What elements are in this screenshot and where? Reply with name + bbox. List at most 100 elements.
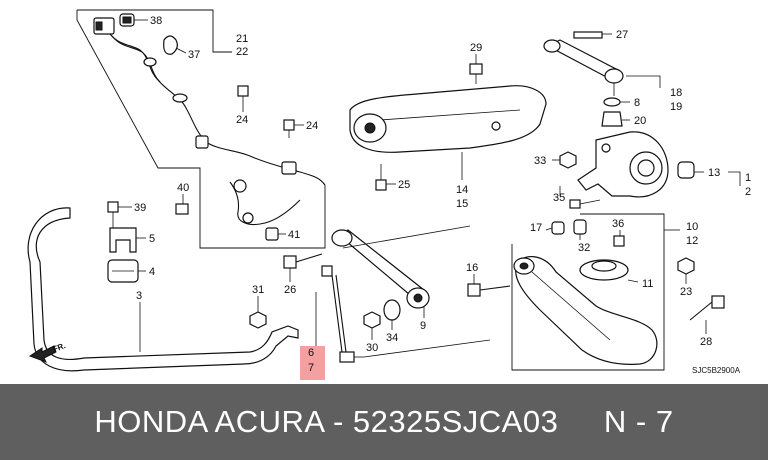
- clip-38-core: [122, 16, 132, 24]
- washer-34: [383, 299, 401, 321]
- lower-arm-9-group: [283, 229, 430, 329]
- callout-33: 33: [534, 155, 546, 167]
- harness-wire-2: [111, 35, 161, 83]
- bolt-26: [283, 255, 297, 269]
- leader-1: [728, 171, 741, 186]
- sensor-grommet: [242, 212, 254, 224]
- upper-arm-hole: [491, 121, 501, 131]
- snap-ring-8: [603, 97, 621, 107]
- callout-6: 6: [308, 347, 314, 359]
- callout-7: 7: [308, 362, 314, 374]
- bolt-40: [175, 203, 189, 215]
- lower-arm-frame: [511, 213, 665, 371]
- bolt-25: [375, 179, 387, 191]
- leader-18: [626, 75, 661, 88]
- lower-arm-10-group: [467, 213, 725, 371]
- bolt-16: [467, 283, 481, 297]
- callout-5: 5: [149, 233, 155, 245]
- boot-20: [601, 111, 623, 127]
- callout-32: 32: [578, 242, 590, 254]
- clip-37: [163, 35, 178, 55]
- callout-12: 12: [686, 235, 698, 247]
- bolt-28-shank: [689, 301, 713, 321]
- harness-frame-left: [76, 10, 326, 249]
- knuckle-hole: [601, 143, 611, 153]
- reference-code: SJC5B2900A: [692, 366, 741, 375]
- callout-40: 40: [177, 182, 189, 194]
- upper-arm-rib: [379, 109, 521, 121]
- harness-frame: [77, 9, 232, 53]
- bushing-32: [573, 219, 587, 235]
- bolt-24a: [237, 85, 249, 97]
- harness-grommet: [172, 93, 188, 103]
- stabilizer-bar-group: [27, 201, 299, 372]
- banner-text: HONDA ACURA - 52325SJCA03 N - 7: [94, 404, 674, 439]
- nut-30: [363, 311, 381, 329]
- callout-28: 28: [700, 336, 712, 348]
- link-lower-ball: [339, 351, 355, 363]
- part-number-banner: HONDA ACURA - 52325SJCA03 N - 7: [0, 384, 768, 460]
- callout-numbers: 38 21 22 37 24 24 40 39 5 4 41 31 3 26 6…: [134, 15, 751, 374]
- callout-26: 26: [284, 284, 296, 296]
- callout-8: 8: [634, 97, 640, 109]
- harness-bracket: [281, 161, 297, 175]
- arm-9-bushing-a: [331, 229, 353, 247]
- arm-27-end: [543, 39, 561, 53]
- front-arrow-label: FR.: [52, 341, 67, 354]
- bolt-35: [569, 199, 581, 209]
- nut-31: [249, 311, 267, 329]
- callout-21: 21: [236, 33, 248, 45]
- callout-4: 4: [149, 266, 155, 278]
- lower-arm-10: [515, 255, 658, 365]
- callout-24a: 24: [236, 114, 248, 126]
- callout-14: 14: [456, 184, 468, 196]
- nut-23: [677, 257, 695, 275]
- callout-3: 3: [136, 290, 142, 302]
- callout-2: 2: [745, 186, 751, 198]
- callout-39: 39: [134, 202, 146, 214]
- callout-36: 36: [612, 218, 624, 230]
- callout-1: 1: [745, 172, 751, 184]
- callout-37: 37: [188, 49, 200, 61]
- front-arrow: FR.: [28, 341, 67, 363]
- link-upper-ball: [321, 265, 333, 277]
- callout-29: 29: [470, 42, 482, 54]
- upper-arm-group: [349, 63, 547, 191]
- bolt-35-shank: [579, 199, 601, 205]
- control-arm-27-group: [543, 31, 624, 127]
- harness-bracket: [195, 135, 209, 149]
- spring-seat-inner: [591, 260, 617, 272]
- callout-25: 25: [398, 179, 410, 191]
- bolt-39: [107, 201, 119, 213]
- bolt-27: [573, 31, 603, 39]
- callout-24b: 24: [306, 120, 318, 132]
- callout-11: 11: [642, 278, 653, 290]
- callout-23: 23: [680, 286, 692, 298]
- callout-19: 19: [670, 101, 682, 113]
- highlight-part-7: [300, 346, 325, 380]
- callout-22: 22: [236, 46, 248, 58]
- callout-35: 35: [553, 192, 565, 204]
- arm-9-bushing-core: [413, 293, 423, 303]
- leader-link-lower: [363, 339, 491, 358]
- bolt-17: [551, 221, 565, 235]
- lower-arm-bushing-core: [519, 262, 529, 270]
- callout-10: 10: [686, 221, 698, 233]
- callout-9: 9: [420, 320, 426, 332]
- callout-20: 20: [634, 115, 646, 127]
- callout-38: 38: [150, 15, 162, 27]
- arm-27-ball-joint: [604, 68, 624, 84]
- harness-grommet: [143, 57, 157, 67]
- sensor-wire: [229, 181, 301, 226]
- callout-17: 17: [530, 222, 542, 234]
- bolt-24b: [283, 119, 295, 131]
- callout-30: 30: [366, 342, 378, 354]
- callout-13: 13: [708, 167, 720, 179]
- lower-arm-rib: [531, 271, 611, 341]
- callout-41: 41: [288, 229, 300, 241]
- stabilizer-link-group: [300, 265, 364, 380]
- bolt-41: [265, 227, 279, 241]
- leader-lines: [118, 19, 741, 358]
- leader-arm-9-upper: [342, 225, 471, 249]
